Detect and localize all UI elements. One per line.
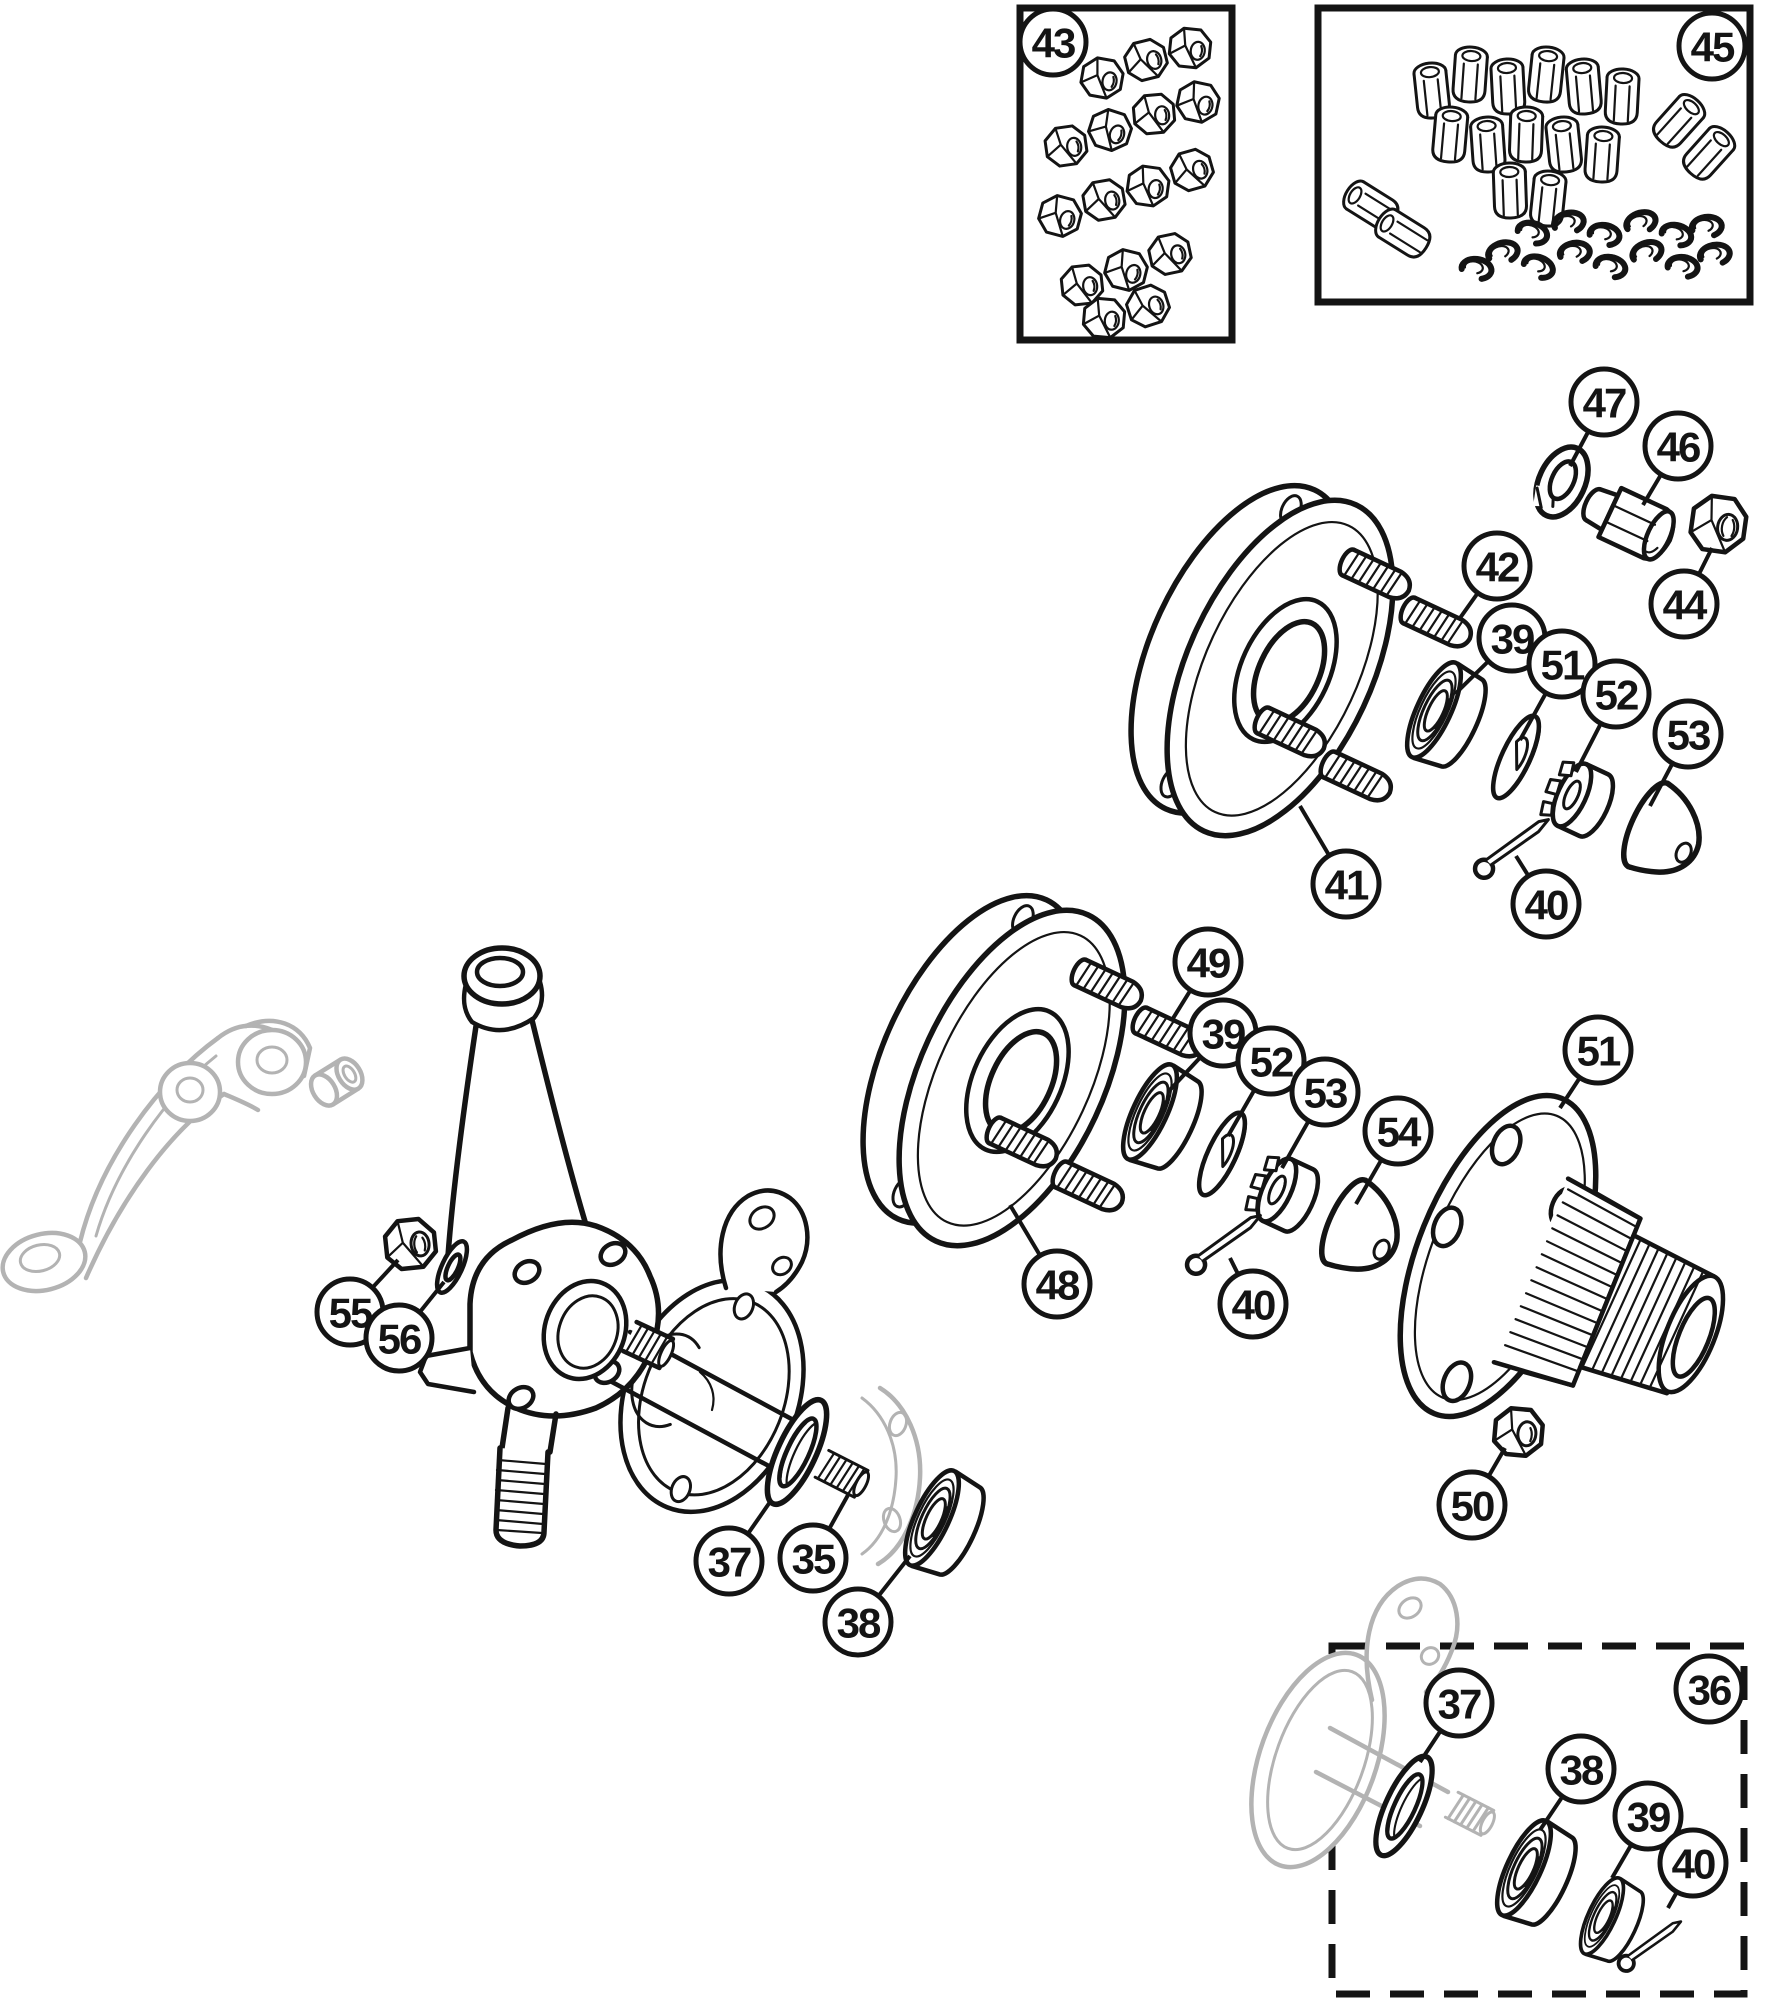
svg-text:37: 37 (708, 1539, 751, 1586)
steering-arm-fixings (382, 1216, 470, 1295)
keyed-washer-a (1484, 710, 1549, 804)
inner-bearing-b (1487, 1814, 1587, 1934)
outer-bearing-a (1397, 656, 1497, 776)
svg-text:44: 44 (1663, 582, 1708, 629)
steering-arm-ghost (0, 1018, 365, 1294)
callout-c38a: 38 (822, 1554, 912, 1658)
svg-text:56: 56 (378, 1316, 421, 1363)
callout-c52a: 52 (1574, 658, 1652, 773)
box-cap-nuts (1016, 4, 1236, 344)
ghost-stub-axle (1249, 1576, 1496, 1870)
callout-c39c: 39 (1610, 1780, 1684, 1880)
svg-text:46: 46 (1657, 424, 1700, 471)
hub-service-kit (1249, 1576, 1689, 1976)
hardware-boxes (1016, 4, 1754, 1998)
callout-c43: 43 (1017, 6, 1089, 78)
callout-c42: 42 (1458, 530, 1533, 620)
svg-text:43: 43 (1032, 20, 1075, 67)
callout-c45: 45 (1676, 10, 1748, 82)
steering-arm-washer (434, 1239, 470, 1295)
caliper-strap-ghost (860, 1385, 923, 1567)
svg-text:40: 40 (1232, 1282, 1275, 1329)
svg-text:51: 51 (1577, 1028, 1621, 1075)
stub-axle-group (609, 1319, 995, 1584)
callout-c48: 48 (1008, 1203, 1093, 1320)
callout-c54: 54 (1354, 1095, 1434, 1205)
svg-text:39: 39 (1627, 1794, 1670, 1841)
svg-text:40: 40 (1672, 1841, 1715, 1888)
hub-locknut-50 (1491, 1406, 1545, 1459)
callout-c35: 35 (777, 1494, 850, 1594)
shield-bracket (718, 1188, 810, 1295)
callout-c53a: 53 (1648, 698, 1724, 807)
svg-text:48: 48 (1036, 1262, 1080, 1309)
svg-text:50: 50 (1451, 1483, 1494, 1530)
svg-text:40: 40 (1525, 882, 1568, 929)
svg-text:35: 35 (792, 1536, 836, 1583)
callout-c51a: 51 (1518, 628, 1598, 741)
front-hub-drum-b (816, 859, 1207, 1280)
callout-c36: 36 (1673, 1653, 1745, 1725)
svg-text:41: 41 (1325, 862, 1369, 909)
vertical-link (417, 945, 923, 1567)
front-hub-drum-a (1084, 449, 1475, 870)
svg-text:53: 53 (1667, 712, 1710, 759)
svg-text:47: 47 (1583, 380, 1626, 427)
wheel-nut-and-washer-set (1337, 43, 1741, 280)
callout-c37a: 37 (693, 1500, 772, 1597)
svg-text:38: 38 (1560, 1747, 1604, 1794)
box-wheel-nuts (1314, 4, 1754, 306)
steering-arm-nut (382, 1216, 439, 1272)
callout-c37b: 37 (1418, 1667, 1495, 1764)
callout-c46: 46 (1641, 410, 1714, 507)
callout-c51b: 51 (1558, 1014, 1634, 1110)
callout-c56: 56 (363, 1280, 446, 1374)
callout-c38b: 38 (1538, 1733, 1617, 1832)
svg-text:39: 39 (1491, 616, 1534, 663)
front-hub-bolt-on-assembly (1084, 439, 1749, 890)
cap-nut-44 (1688, 493, 1749, 555)
callout-c53b: 53 (1280, 1056, 1361, 1169)
svg-text:49: 49 (1187, 940, 1230, 987)
keyed-washer-b (1190, 1107, 1255, 1201)
callout-c49: 49 (1170, 926, 1244, 1022)
svg-text:37: 37 (1438, 1681, 1481, 1728)
svg-text:52: 52 (1595, 672, 1638, 719)
grease-cap-a (1614, 777, 1717, 890)
callout-c40a: 40 (1510, 854, 1582, 940)
outer-bearing-b (1113, 1058, 1213, 1178)
svg-text:52: 52 (1250, 1039, 1293, 1086)
callout-c40c: 40 (1657, 1827, 1729, 1909)
inner-bearing-a (895, 1464, 995, 1584)
svg-text:38: 38 (837, 1600, 881, 1647)
svg-text:45: 45 (1691, 24, 1735, 71)
svg-text:36: 36 (1688, 1667, 1731, 1714)
callout-c47: 47 (1568, 366, 1640, 467)
callout-c41: 41 (1298, 804, 1382, 920)
svg-text:53: 53 (1304, 1070, 1347, 1117)
svg-text:51: 51 (1541, 642, 1585, 689)
split-pin-b (1183, 1210, 1266, 1277)
sleeve-nut-46 (1581, 485, 1676, 562)
callout-c52b: 52 (1226, 1025, 1307, 1137)
callout-c40b: 40 (1217, 1257, 1289, 1340)
svg-text:54: 54 (1377, 1109, 1422, 1156)
svg-text:42: 42 (1476, 544, 1519, 591)
callout-c50: 50 (1436, 1446, 1508, 1541)
front-hub-wire-wheel-assembly (816, 859, 1726, 1459)
callout-c44: 44 (1648, 547, 1720, 640)
wire-wheel-hub (1397, 1092, 1726, 1420)
